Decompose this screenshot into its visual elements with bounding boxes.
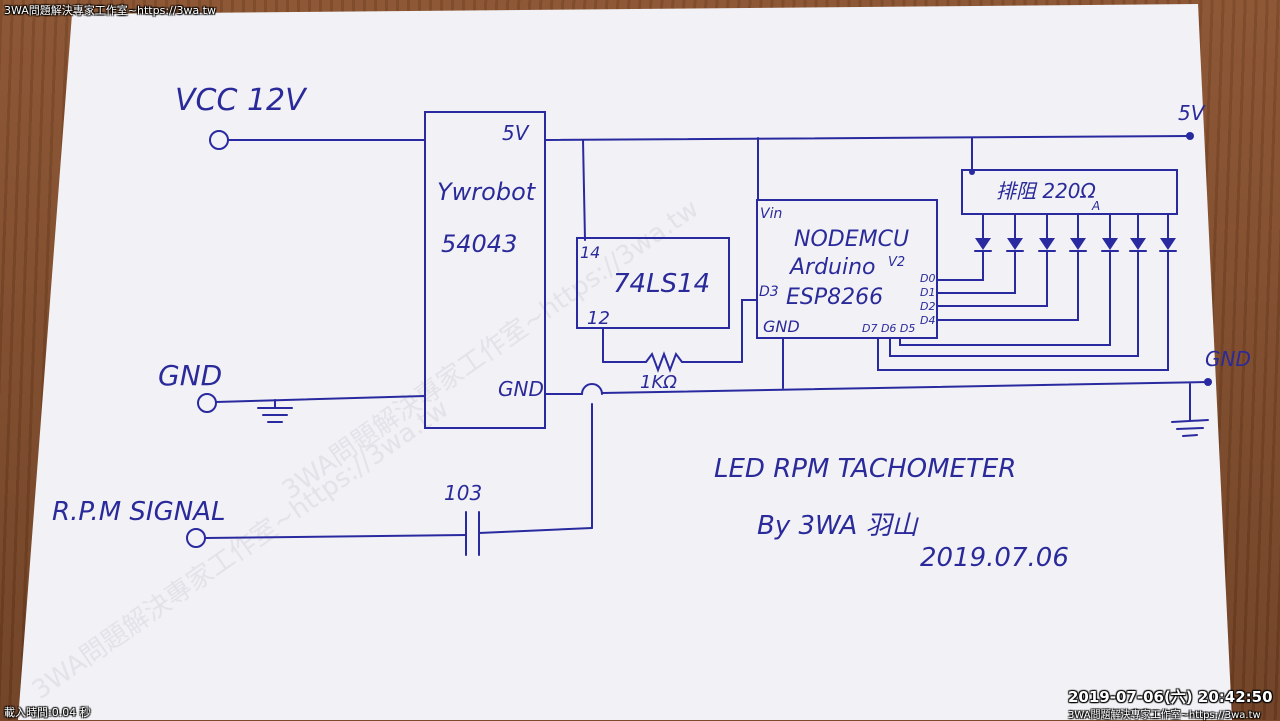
led-6 bbox=[1129, 213, 1147, 259]
mcu-pin-d4: D4 bbox=[920, 314, 935, 327]
gnd-right-label: GND bbox=[1205, 347, 1251, 371]
overlay-bottom-right: 3WA問題解決專家工作室~https://3wa.tw bbox=[1068, 710, 1261, 721]
schmitt-pin-12: 12 bbox=[587, 308, 610, 329]
title-line2: By 3WA 羽山 bbox=[757, 511, 919, 541]
resistor-1k bbox=[645, 351, 683, 373]
regulator-name: Ywrobot bbox=[437, 178, 537, 206]
regulator-gnd-pin: GND bbox=[498, 377, 544, 401]
mcu-line2: Arduino bbox=[788, 255, 876, 280]
overlay-top-left: 3WA問題解決專家工作室~https://3wa.tw bbox=[4, 4, 216, 17]
rail-5v bbox=[544, 135, 1191, 141]
resistor-array-sub: A bbox=[1091, 199, 1100, 213]
schmitt-pin-14: 14 bbox=[580, 243, 600, 262]
signal-wire-a bbox=[204, 534, 467, 539]
led-5 bbox=[1101, 213, 1119, 259]
resistor-array-label: 排阻 220Ω bbox=[996, 179, 1097, 203]
gnd-left-label: GND bbox=[158, 359, 222, 392]
regulator-5v-pin: 5V bbox=[502, 121, 530, 145]
mcu-pins-bottom: D7 D6 D5 bbox=[862, 322, 915, 335]
mcu-pin-d3: D3 bbox=[759, 284, 779, 300]
mcu-version: V2 bbox=[888, 255, 905, 270]
vcc-to-74ls14 bbox=[582, 139, 586, 241]
regulator-block bbox=[424, 111, 546, 429]
signal-wire-b bbox=[478, 527, 593, 534]
led-3 bbox=[1038, 213, 1056, 259]
rail-5v-label: 5V bbox=[1178, 101, 1206, 125]
mcu-pin-d1: D1 bbox=[920, 286, 935, 299]
nodemcu-board bbox=[756, 199, 938, 339]
d3-wire bbox=[741, 299, 758, 363]
led-4 bbox=[1069, 213, 1087, 259]
led-1 bbox=[974, 213, 992, 259]
resistor-array bbox=[961, 169, 1178, 215]
gnd-rail-b bbox=[601, 381, 1209, 394]
rail-5v-dot bbox=[1186, 132, 1194, 140]
vcc-label: VCC 12V bbox=[175, 83, 308, 118]
capacitor-label: 103 bbox=[444, 481, 482, 505]
gnd-left-wire bbox=[215, 395, 426, 403]
mcu-line3: ESP8266 bbox=[786, 285, 883, 310]
title-date: 2019.07.06 bbox=[920, 543, 1069, 573]
rpm-signal-label: R.P.M SIGNAL bbox=[52, 497, 225, 527]
regulator-model: 54043 bbox=[441, 230, 517, 258]
overlay-load-time: 載入時間:0.04 秒 bbox=[4, 706, 91, 719]
gnd-left-terminal bbox=[197, 393, 217, 413]
mcu-pin-vin: Vin bbox=[760, 206, 782, 222]
ground-symbol-right bbox=[1171, 383, 1209, 437]
mcu-line1: NODEMCU bbox=[794, 227, 909, 252]
led-2 bbox=[1006, 213, 1024, 259]
schmitt-name: 74LS14 bbox=[613, 269, 710, 299]
mcu-pin-d0: D0 bbox=[920, 272, 935, 285]
led-row bbox=[974, 213, 1177, 259]
ground-symbol-left bbox=[257, 399, 293, 423]
resistor-label: 1KΩ bbox=[640, 372, 677, 393]
mcu-pin-d2: D2 bbox=[920, 300, 935, 313]
schmitt-trigger-ic bbox=[576, 237, 730, 329]
title-line1: LED RPM TACHOMETER bbox=[714, 454, 1016, 484]
led-7 bbox=[1159, 213, 1177, 259]
mcu-pin-gnd: GND bbox=[763, 317, 800, 336]
led-routing bbox=[877, 257, 1169, 371]
gnd-rail-dot bbox=[1204, 378, 1212, 386]
gnd-rail-crossover bbox=[581, 383, 603, 395]
overlay-timestamp: 2019-07-06(六) 20:42:50 bbox=[1068, 688, 1273, 706]
